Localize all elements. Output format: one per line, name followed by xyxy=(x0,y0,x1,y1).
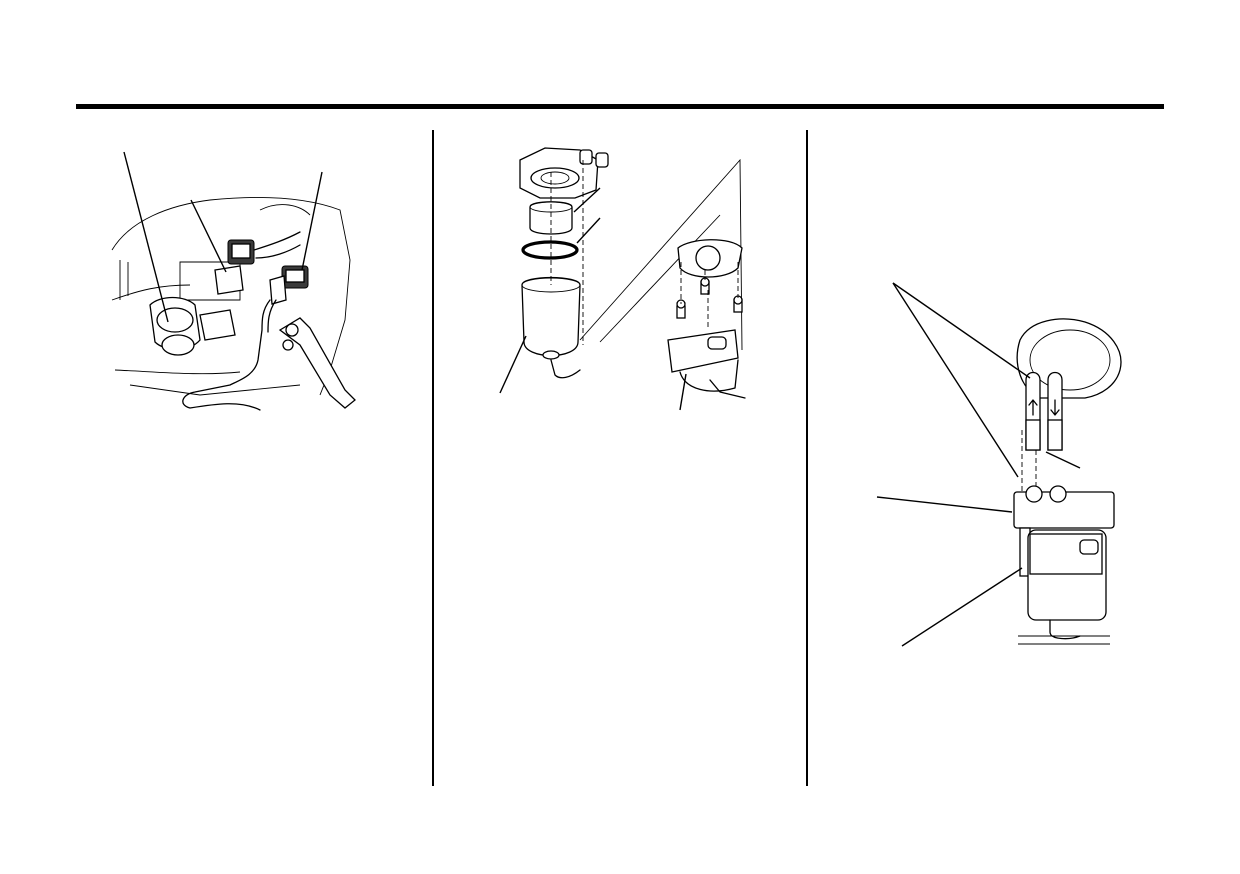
column-divider-left xyxy=(432,130,434,786)
filter-assembly-installation-illustration xyxy=(876,282,1122,647)
column-divider-right xyxy=(806,130,808,786)
connector-harness-illustration xyxy=(111,151,356,411)
header-rule xyxy=(76,104,1164,109)
left-panel xyxy=(100,110,420,440)
down-arrow-icon xyxy=(1050,399,1060,416)
middle-panel xyxy=(490,110,770,430)
up-arrow-icon xyxy=(1028,399,1038,416)
filter-cup-exploded-illustration xyxy=(499,147,746,411)
right-panel xyxy=(870,110,1160,660)
